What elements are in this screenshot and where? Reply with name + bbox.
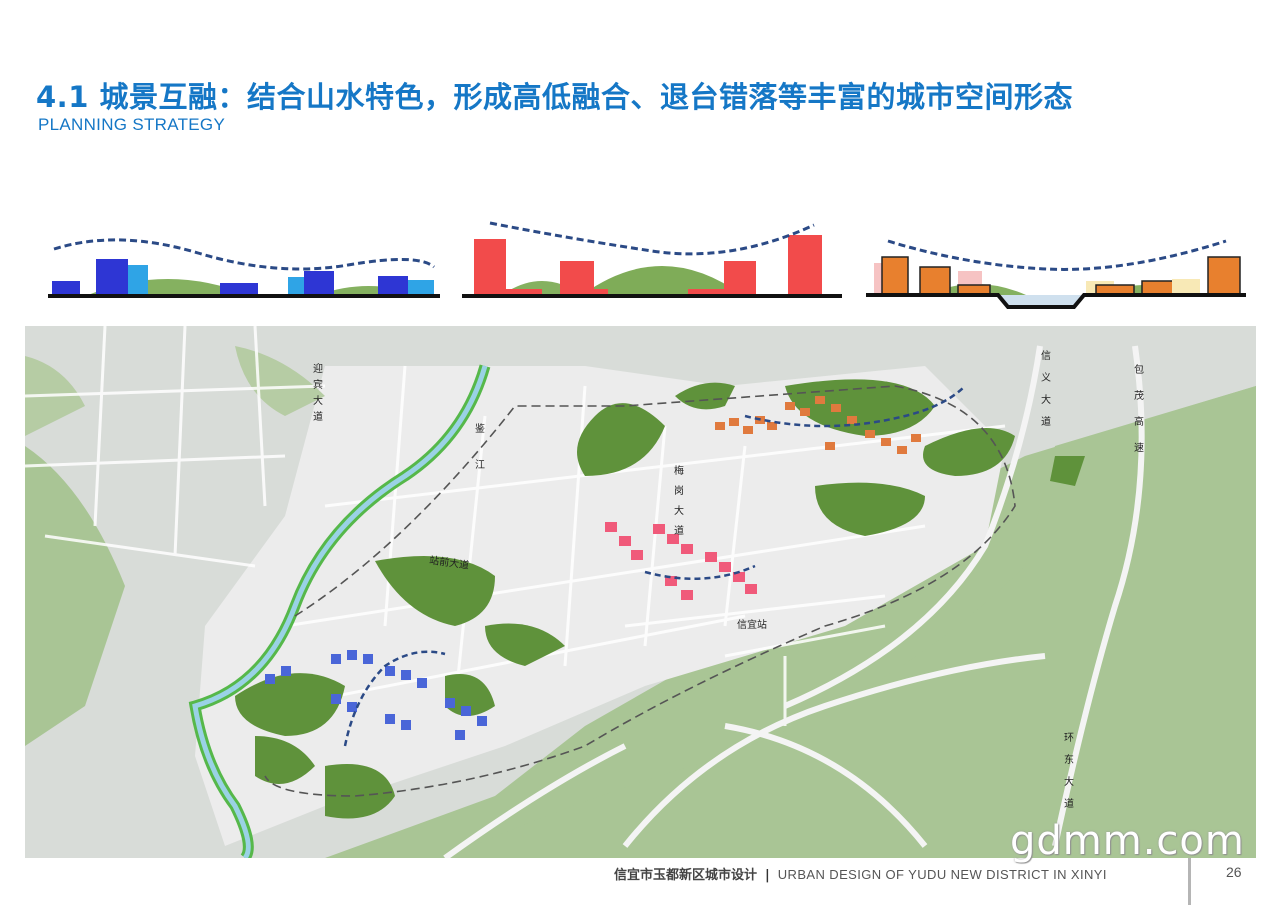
- farmland: [25, 446, 125, 746]
- building-block: [304, 271, 334, 295]
- major-roads: [443, 345, 1145, 858]
- skyline-diagram-blue: [48, 238, 440, 298]
- building-block: [128, 265, 148, 295]
- building-block: [594, 289, 608, 295]
- hill-area: [375, 556, 495, 626]
- building-block: [378, 276, 408, 295]
- building-block: [288, 277, 306, 295]
- building-block: [724, 261, 756, 295]
- footer-separator: |: [765, 868, 770, 883]
- watermark-text: gdmm.com: [1010, 818, 1245, 864]
- road-label-xinyi-avenue: 信义大道: [1041, 351, 1051, 428]
- building-block: [506, 289, 542, 295]
- skyline-curve-marker: [644, 564, 756, 580]
- footer: 信宜市玉都新区城市设计 | URBAN DESIGN OF YUDU NEW DIS…: [614, 864, 1107, 883]
- road-label-huandong: 环东大道: [1064, 733, 1074, 810]
- aerial-map: 迎宾大道 鉴江 梅岗大道 站前大道 信宜站 信义大道 包茂高速 环东大道: [25, 326, 1256, 858]
- hill-area: [785, 379, 935, 436]
- skyline-curve-marker: [343, 650, 446, 747]
- footer-divider: [1188, 858, 1191, 905]
- district-boundary: [264, 385, 1016, 797]
- hill-area: [485, 623, 565, 666]
- hill-area: [1050, 456, 1085, 486]
- footer-title-en: URBAN DESIGN OF YUDU NEW DISTRICT IN XIN…: [777, 867, 1107, 882]
- building-block: [96, 259, 128, 295]
- hills: [235, 379, 1085, 819]
- hill-area: [255, 736, 315, 784]
- building-block: [919, 266, 951, 296]
- building-block: [474, 239, 506, 295]
- building-block: [1207, 256, 1241, 296]
- road-label-yingbin: 迎宾大道: [313, 364, 323, 423]
- hill-area: [815, 482, 925, 536]
- ground-line: [48, 294, 440, 298]
- building-cluster-orange: [715, 396, 921, 454]
- building-block: [788, 235, 822, 295]
- dashed-skyline-curve: [53, 238, 435, 271]
- building-cluster-blue: [265, 650, 487, 740]
- building-cluster-red: [605, 522, 757, 600]
- building-block: [688, 289, 724, 295]
- road-label-baomao: 包茂高速: [1134, 365, 1144, 454]
- skyline-diagram-red: [462, 221, 842, 298]
- hill-area: [445, 674, 495, 716]
- page-subtitle: PLANNING STRATEGY: [38, 115, 226, 134]
- building-block: [881, 256, 909, 296]
- page-title: 4.1 城景互融：结合山水特色，形成高低融合、退台错落等丰富的城市空间形态: [36, 80, 1073, 114]
- building-block: [1172, 279, 1200, 295]
- hill-shape: [582, 266, 742, 295]
- skyline-curve-marker: [744, 385, 966, 428]
- map-graphic: [25, 326, 1256, 858]
- farmland: [445, 386, 1256, 858]
- ground-line: [462, 294, 842, 298]
- dashed-skyline-curve: [489, 221, 815, 256]
- road-label-meigang: 梅岗大道: [674, 466, 684, 537]
- hill-area: [325, 764, 395, 819]
- building-block: [220, 283, 258, 295]
- building-block: [874, 263, 884, 295]
- river-label-jian: 鉴江: [475, 424, 485, 471]
- building-block: [52, 281, 80, 295]
- building-block: [408, 280, 434, 295]
- dashed-skyline-curve: [887, 239, 1227, 271]
- footer-title-cn: 信宜市玉都新区城市设计: [614, 868, 758, 883]
- hill-area: [577, 403, 665, 476]
- skyline-diagram-orange: [866, 239, 1246, 309]
- ground-line: [866, 293, 1246, 309]
- hill-area: [235, 673, 345, 736]
- page-number: 26: [1226, 864, 1242, 880]
- station-label-xinyi: 信宜站: [737, 620, 767, 631]
- hill-area: [675, 382, 735, 410]
- river-channel: [998, 295, 1084, 307]
- building-block: [560, 261, 594, 295]
- river-jianjiang: [192, 365, 488, 858]
